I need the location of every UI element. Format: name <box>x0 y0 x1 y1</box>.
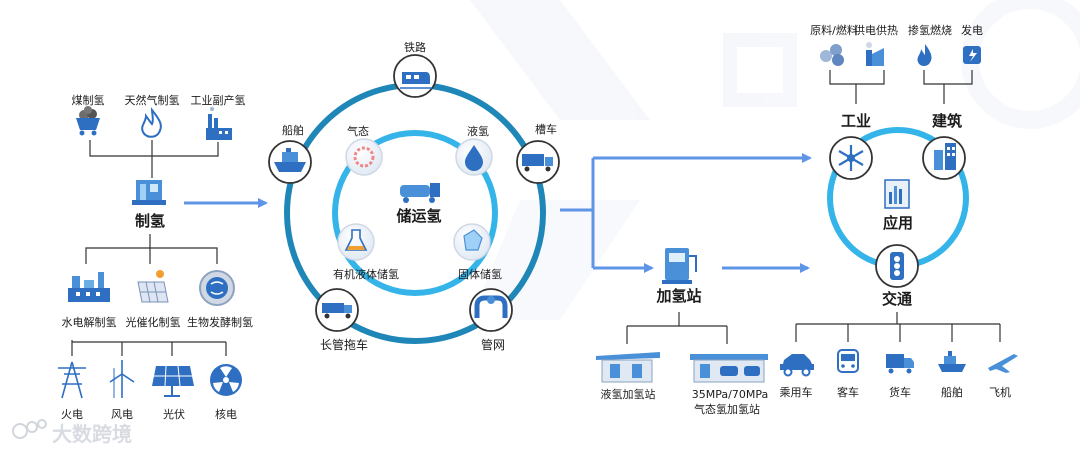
flame-icon <box>141 107 162 138</box>
industry-title: 工业 <box>841 112 871 130</box>
railway-badge <box>393 54 437 98</box>
fuel-dispenser-icon <box>662 248 697 284</box>
electrolysis-plant-icon <box>68 272 110 302</box>
traffic-tree-lines <box>795 312 1001 342</box>
applications-section: 原料/燃料 供电供热 掺氢燃烧 发电 工业 建筑 <box>780 23 1018 399</box>
photocatalysis-panel-icon <box>137 270 169 303</box>
coal-cart-icon <box>76 106 100 136</box>
transport-vehicle-label: 铁路 <box>404 41 426 54</box>
traffic-vehicle-label: 乘用车 <box>780 385 813 399</box>
liquid-station-icon <box>596 352 660 383</box>
power-source-label: 光伏 <box>163 407 185 421</box>
transport-hub-title: 储运氢 <box>396 207 441 225</box>
industry-use-label: 原料/燃料 <box>810 23 858 37</box>
storage-form-label: 固体储氢 <box>458 267 502 281</box>
industry-use-label: 发电 <box>961 23 983 37</box>
gaseous-storage-icon <box>345 138 383 176</box>
industry-uses-tree-lines <box>829 70 973 104</box>
transport-to-downstream-arrows <box>560 153 812 273</box>
hydrogen-truck-icon <box>400 183 440 203</box>
factory-icon <box>206 107 232 140</box>
traffic-vehicle-label: 客车 <box>837 385 859 399</box>
tube-trailer-badge <box>315 288 359 332</box>
renewable-method-label: 光催化制氢 <box>126 315 181 329</box>
transmission-tower-icon <box>58 361 86 399</box>
power-heat-plant-icon <box>866 42 884 66</box>
wind-turbine-icon <box>109 360 135 398</box>
fossil-source-label: 工业副产氢 <box>191 93 246 107</box>
pipeline-badge <box>469 288 513 332</box>
transport-inner-ring <box>332 130 498 296</box>
airplane-icon <box>988 354 1018 373</box>
station-type-label: 气态氢加氢站 <box>694 402 760 416</box>
station-type-label: 液氢加氢站 <box>601 387 656 401</box>
traffic-title: 交通 <box>882 290 912 308</box>
industry-use-label: 供电供热 <box>854 23 898 37</box>
fossil-source-label: 煤制氢 <box>72 93 105 107</box>
transport-section: 储运氢 气态 液氢 有机液体储氢 固体储氢 铁路 <box>268 41 560 352</box>
stations-hub-title: 加氢站 <box>655 287 701 305</box>
raw-material-icon <box>820 44 844 66</box>
watermark-brand: 大数跨境 <box>12 419 132 446</box>
liquid-hydrogen-icon <box>455 138 493 176</box>
traffic-vehicle-label: 飞机 <box>989 385 1011 399</box>
ship-icon <box>938 351 966 372</box>
storage-form-label: 液氢 <box>467 124 489 138</box>
renewable-tree-lines <box>85 234 218 264</box>
storage-form-label: 有机液体储氢 <box>333 267 399 281</box>
solar-panel-icon <box>152 365 194 397</box>
background-watermark <box>470 0 1080 320</box>
renewable-method-label: 生物发酵制氢 <box>187 315 253 329</box>
application-hub-title: 应用 <box>883 214 913 232</box>
industry-badge <box>829 136 873 180</box>
power-source-label: 风电 <box>111 408 133 421</box>
ship-badge <box>268 140 312 184</box>
industry-use-label: 掺氢燃烧 <box>908 23 952 37</box>
transport-vehicle-label: 槽车 <box>535 122 557 136</box>
generator-icon <box>963 46 981 64</box>
stations-section: 加氢站 液氢加氢站 35MPa/70MPa 气态氢加氢站 <box>596 248 768 416</box>
transport-vehicle-label: 长管拖车 <box>320 337 368 352</box>
organic-liquid-storage-icon <box>337 223 375 261</box>
power-source-label: 核电 <box>215 407 237 421</box>
watermark-text: 大数跨境 <box>52 422 132 446</box>
bio-fermentation-icon <box>199 270 235 306</box>
storage-form-label: 气态 <box>347 124 369 138</box>
traffic-vehicle-label: 货车 <box>889 385 911 399</box>
fossil-tree-lines <box>89 140 219 178</box>
application-report-icon <box>884 179 910 209</box>
traffic-vehicle-label: 船舶 <box>941 385 963 399</box>
production-hub-title: 制氢 <box>135 212 165 230</box>
stations-tree-lines <box>626 312 728 344</box>
passenger-car-icon <box>780 354 814 377</box>
fossil-source-label: 天然气制氢 <box>125 93 180 107</box>
renewable-method-label: 水电解制氢 <box>62 315 117 329</box>
nuclear-icon <box>210 364 242 396</box>
solid-storage-icon <box>453 223 491 261</box>
transport-vehicle-label: 船舶 <box>282 123 304 137</box>
truck-icon <box>886 354 914 374</box>
combustion-flame-icon <box>917 44 932 67</box>
transport-vehicle-label: 管网 <box>481 337 505 352</box>
building-badge <box>922 136 966 180</box>
tanker-truck-badge <box>516 140 560 184</box>
production-hub-icon <box>132 180 166 205</box>
gas-station-icon <box>690 354 768 383</box>
production-section: 煤制氢 天然气制氢 工业副产氢 <box>58 93 253 421</box>
bus-icon <box>837 349 859 373</box>
station-type-label: 35MPa/70MPa <box>692 388 768 401</box>
power-tree-lines <box>71 340 227 356</box>
building-title: 建筑 <box>932 112 962 130</box>
power-source-label: 火电 <box>61 408 83 421</box>
traffic-badge <box>875 244 919 288</box>
